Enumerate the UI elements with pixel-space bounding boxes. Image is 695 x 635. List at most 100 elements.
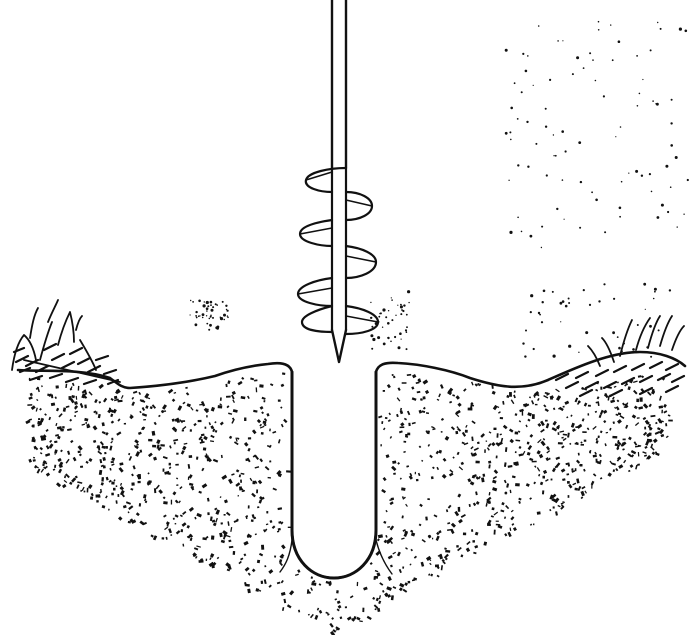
- soil-speckle-dot: [492, 507, 495, 510]
- dust-dot: [632, 348, 635, 351]
- soil-speckle-dot: [111, 482, 114, 485]
- dust-dot: [553, 134, 554, 135]
- dust-dot: [206, 323, 208, 325]
- dust-dot: [371, 348, 373, 350]
- soil-speckle-dot: [233, 551, 236, 555]
- dust-dot: [202, 317, 204, 319]
- soil-speckle-dot: [405, 434, 408, 437]
- soil-speckle-dot: [152, 445, 156, 448]
- dust-dot: [370, 302, 371, 303]
- soil-speckle-dot: [248, 505, 250, 508]
- dust-dot: [190, 314, 191, 315]
- soil-speckle-dot: [248, 437, 251, 439]
- soil-speckle-dot: [169, 463, 171, 466]
- soil-speckle-dot: [278, 400, 281, 402]
- soil-speckle-dot: [117, 494, 119, 497]
- soil-speckle-dot: [568, 495, 570, 498]
- soil-speckle-dot: [515, 483, 520, 486]
- dust-dot: [654, 291, 656, 293]
- soil-speckle-dot: [381, 421, 383, 424]
- dust-dot: [615, 136, 616, 137]
- soil-speckle-dot: [468, 408, 473, 411]
- dust-dot: [595, 199, 598, 202]
- soil-speckle-dot: [441, 431, 443, 433]
- dust-dot: [402, 310, 404, 312]
- soil-speckle-dot: [535, 404, 538, 405]
- dust-dot: [206, 315, 207, 316]
- soil-speckle-dot: [116, 485, 118, 487]
- soil-speckle-dot: [380, 444, 381, 446]
- soil-speckle-dot: [623, 439, 626, 441]
- dust-dot: [394, 336, 396, 338]
- dust-dot: [522, 342, 524, 344]
- dust-dot: [649, 173, 651, 175]
- dust-dot: [379, 313, 381, 315]
- soil-speckle-dot: [668, 420, 673, 422]
- soil-speckle-dot: [198, 420, 202, 422]
- soil-speckle-dot: [240, 480, 242, 483]
- dust-dot: [612, 59, 614, 61]
- soil-speckle-dot: [385, 593, 388, 596]
- soil-speckle-dot: [408, 423, 410, 426]
- soil-speckle-dot: [173, 518, 175, 520]
- dust-dot: [619, 216, 621, 218]
- soil-speckle-dot: [32, 425, 34, 428]
- dust-dot: [505, 49, 508, 52]
- dust-dot: [210, 315, 212, 317]
- dust-dot: [510, 107, 513, 110]
- soil-speckle-dot: [581, 444, 584, 446]
- dust-dot: [565, 305, 568, 308]
- soil-speckle-dot: [259, 384, 263, 387]
- soil-speckle-dot: [509, 392, 512, 397]
- dust-dot: [215, 326, 218, 329]
- soil-speckle-dot: [588, 413, 590, 415]
- dust-dot: [198, 315, 200, 317]
- soil-speckle-dot: [101, 477, 104, 481]
- dust-dot: [227, 317, 229, 319]
- dust-dot: [508, 180, 509, 181]
- dust-dot: [604, 231, 606, 233]
- dust-dot: [535, 143, 537, 145]
- dust-dot: [687, 179, 689, 181]
- soil-speckle-dot: [220, 522, 223, 524]
- soil-speckle-dot: [78, 451, 81, 453]
- dust-dot: [618, 347, 621, 350]
- soil-speckle-dot: [224, 514, 226, 516]
- dust-dot: [527, 55, 529, 57]
- soil-speckle-dot: [488, 461, 491, 464]
- soil-speckle-dot: [496, 455, 498, 458]
- soil-speckle-dot: [385, 417, 388, 419]
- soil-speckle-dot: [427, 498, 430, 500]
- dust-dot: [378, 316, 380, 318]
- dust-dot: [541, 321, 543, 323]
- soil-speckle-dot: [500, 417, 503, 419]
- soil-speckle-dot: [402, 566, 404, 568]
- dust-dot: [509, 231, 512, 234]
- dust-dot: [403, 304, 405, 306]
- dust-dot: [585, 331, 588, 334]
- soil-speckle-dot: [575, 468, 577, 471]
- soil-speckle-dot: [105, 446, 108, 449]
- dust-dot: [619, 207, 622, 210]
- dust-dot: [406, 326, 408, 328]
- soil-speckle-dot: [649, 432, 652, 435]
- dust-dot: [370, 334, 373, 337]
- dust-dot: [665, 165, 668, 168]
- soil-speckle-dot: [84, 405, 87, 409]
- soil-speckle-dot: [114, 396, 117, 399]
- soil-speckle-dot: [465, 430, 468, 433]
- dust-dot: [553, 355, 556, 358]
- soil-speckle-dot: [407, 433, 410, 436]
- soil-speckle-dot: [550, 397, 553, 400]
- dust-dot: [578, 352, 579, 353]
- dust-dot: [400, 313, 402, 315]
- dust-dot: [385, 316, 387, 318]
- dust-dot: [658, 329, 660, 331]
- dust-dot: [595, 80, 597, 82]
- dust-dot: [685, 30, 688, 33]
- dust-dot: [670, 186, 672, 188]
- dust-dot: [377, 336, 380, 339]
- soil-speckle-dot: [542, 476, 545, 479]
- dust-dot: [545, 108, 547, 110]
- soil-speckle-dot: [375, 608, 377, 610]
